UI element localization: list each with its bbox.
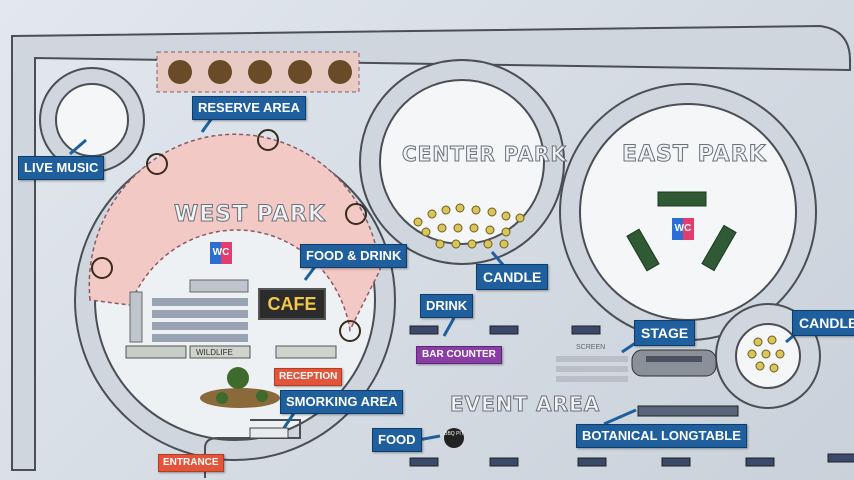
east-stalls [626,191,737,272]
stage-label[interactable]: STAGE [634,320,696,346]
food-label[interactable]: FOOD [372,428,422,452]
bar-counter-label[interactable]: BAR COUNTER [416,346,502,364]
west-park-title: WEST PARK [174,202,326,228]
center-park-title: CENTER PARK [402,142,567,167]
screen-seating [556,356,628,382]
east-park-title: EAST PARK [622,142,767,168]
wc-east-icon: WC [672,218,694,240]
candle-center-label[interactable]: CANDLE [476,264,549,290]
event-tables [409,325,854,467]
wc-west-icon: WC [210,242,232,264]
smoking-area-label[interactable]: SMORKING AREA [280,390,404,414]
reserve-tables [168,60,352,84]
botanical-longtable-label[interactable]: BOTANICAL LONGTABLE [576,424,747,448]
west-seating [129,279,249,343]
food-drink-label[interactable]: FOOD & DRINK [300,244,408,268]
west-stalls [125,345,337,359]
outer-boundary-path [11,24,851,471]
center-park-lawn [379,79,545,245]
vendor-stall-label: WILDLIFE [196,348,233,357]
reception-label[interactable]: RECEPTION [274,368,343,386]
tree-cluster [200,367,280,408]
longtable-shape [637,405,739,417]
wagon-wheels [91,129,367,342]
event-area-title: EVENT AREA [449,392,601,417]
candle-east-label[interactable]: CANDLE [792,310,854,336]
east-candles [747,335,785,373]
live-music-lawn [55,83,129,157]
reserve-walkway [88,133,381,333]
reserve-area-label[interactable]: RESERVE AREA [192,96,306,120]
smoking-bench [249,427,289,439]
screen-label: SCREEN [576,344,606,351]
live-music-label[interactable]: LIVE MUSIC [18,156,105,180]
bbq-pit-icon: BBQ PIT [444,428,464,448]
east-park-lawn [579,103,797,321]
entrance-label[interactable]: ENTRANCE [158,454,224,472]
drink-label[interactable]: DRINK [420,294,474,318]
cafe-sign: CAFE [258,288,326,320]
center-candles [413,203,525,249]
stage-trailer [631,349,717,377]
